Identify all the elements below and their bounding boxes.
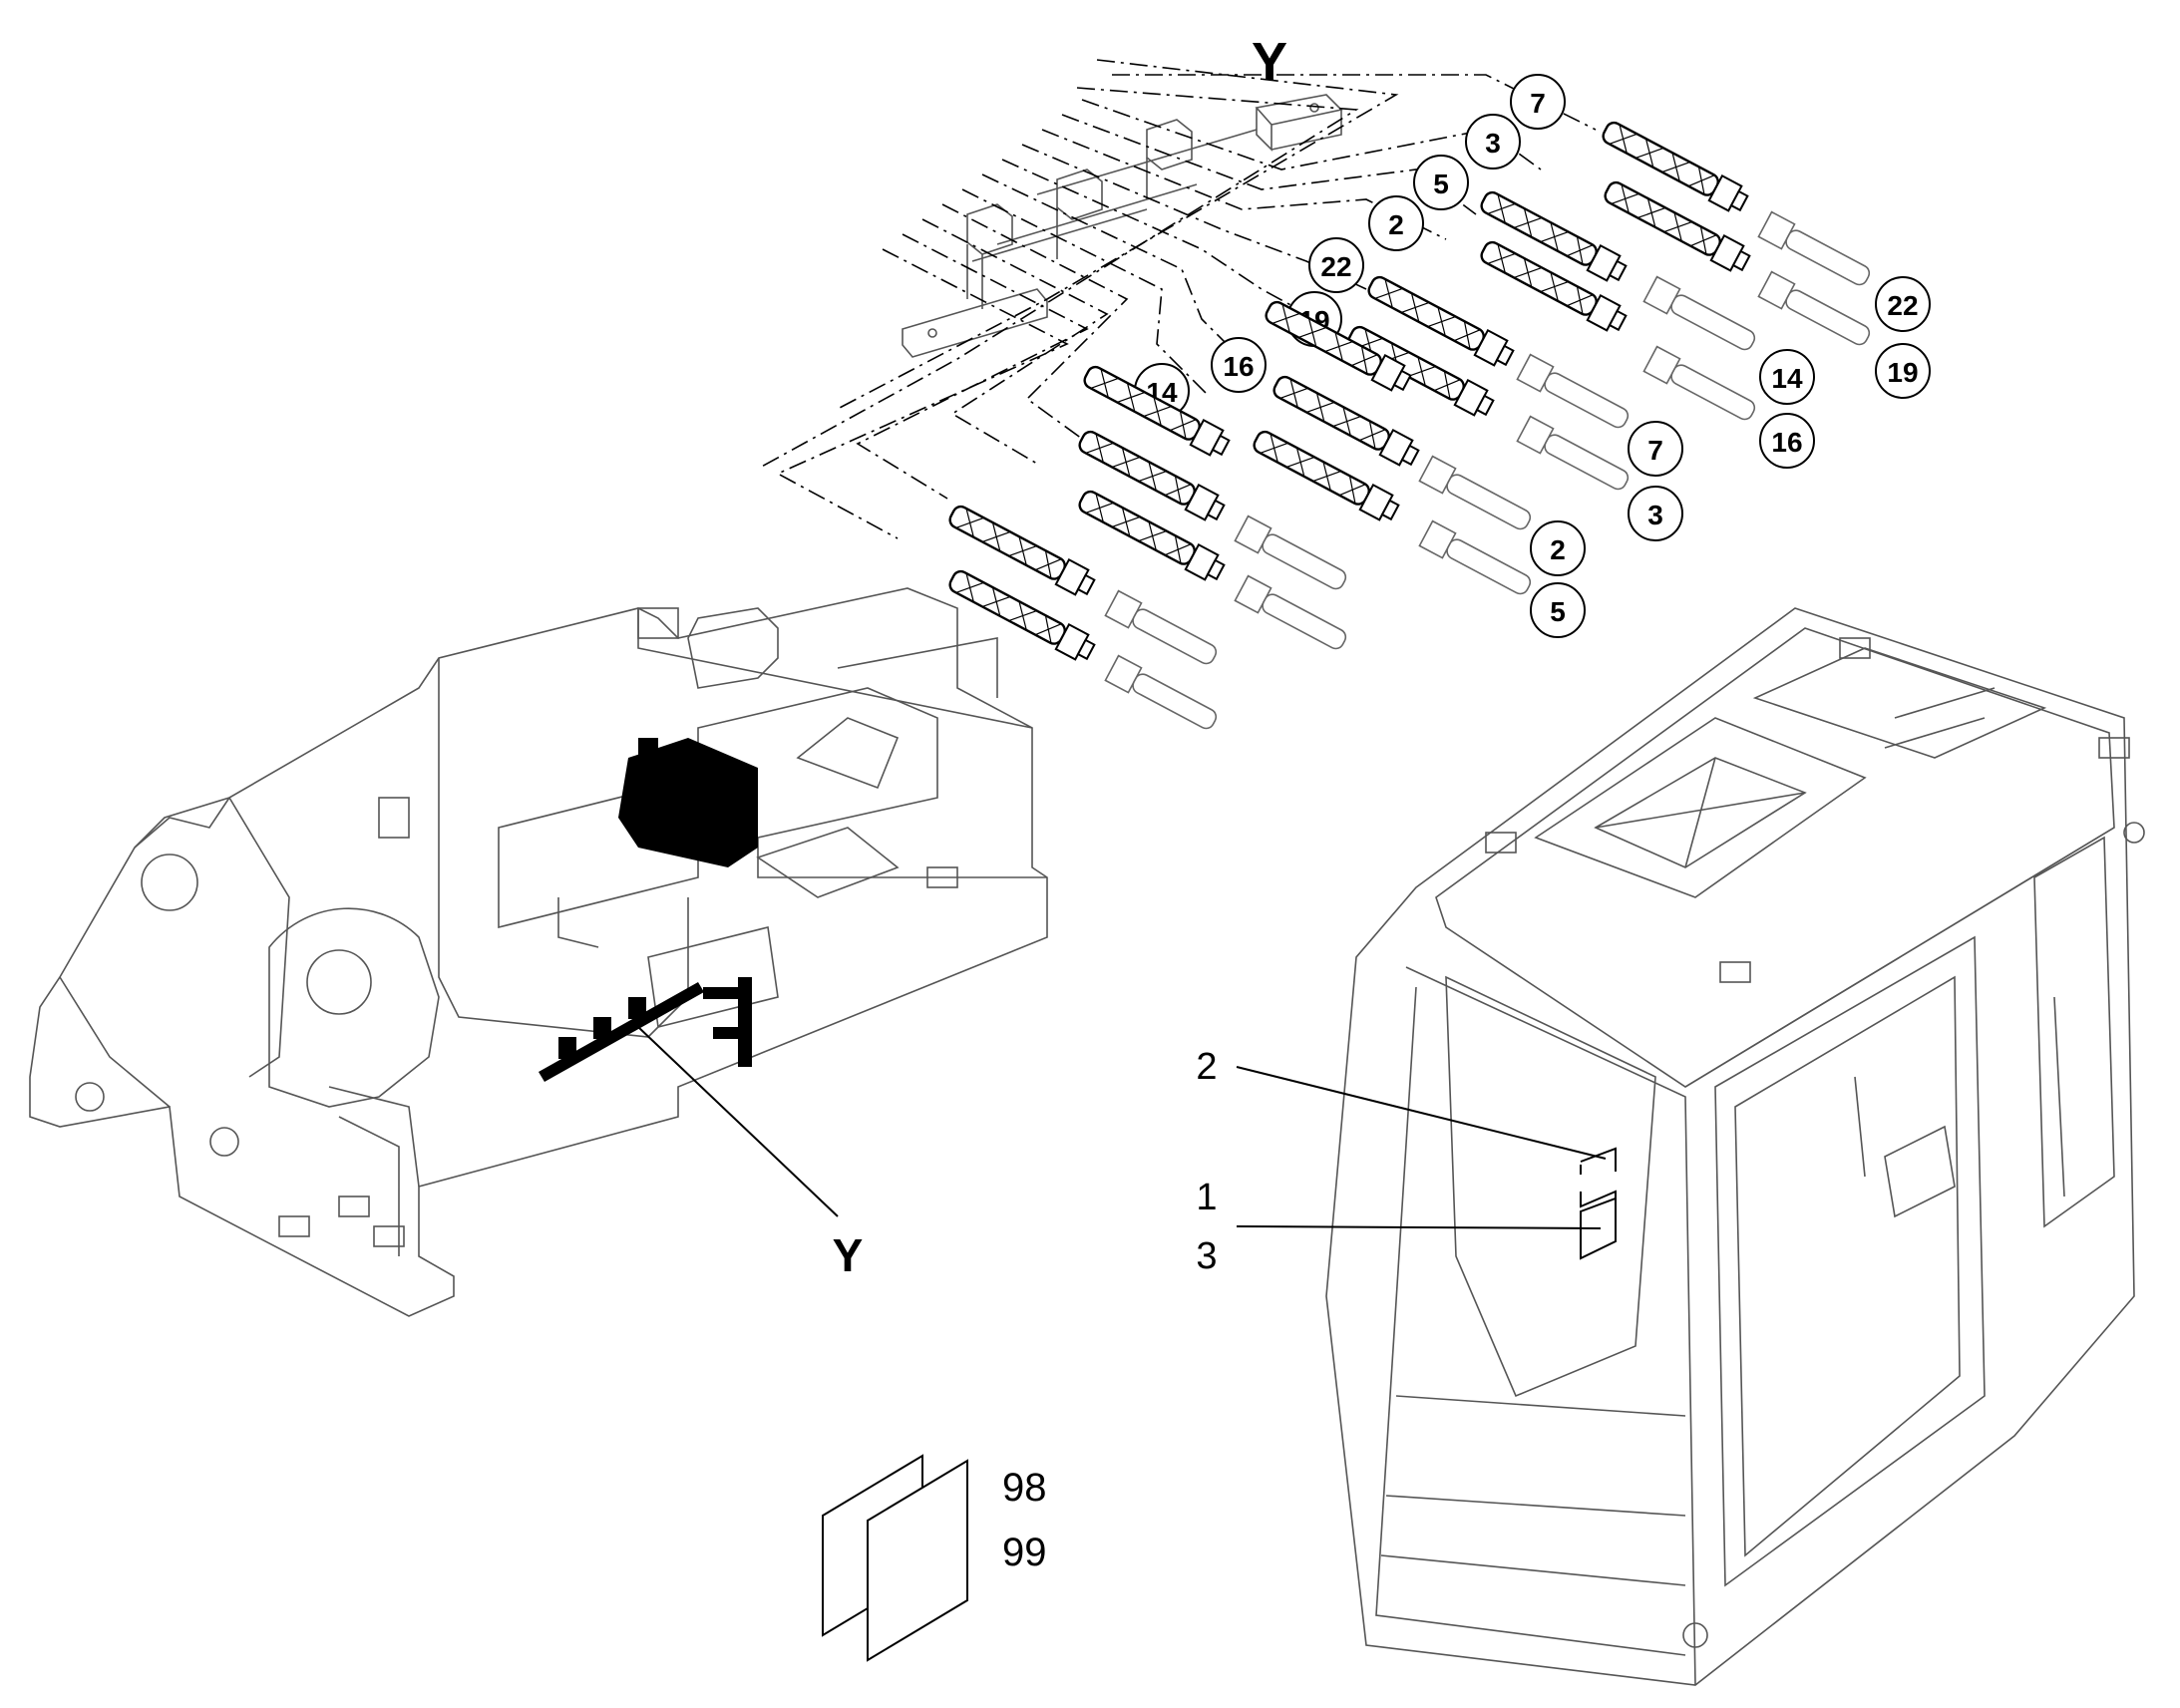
hose-14 xyxy=(1253,430,1400,521)
chassis-y-label: Y xyxy=(833,1229,864,1281)
fitting-16 xyxy=(1642,345,1756,421)
fitting-d xyxy=(1104,654,1218,730)
fitting-2 xyxy=(1418,455,1532,530)
svg-text:2: 2 xyxy=(1550,534,1566,565)
svg-text:19: 19 xyxy=(1887,357,1918,388)
svg-text:2: 2 xyxy=(1388,209,1404,240)
cab-label-3: 3 xyxy=(1196,1235,1217,1277)
callout-left-5: 5 xyxy=(1413,155,1469,210)
svg-text:5: 5 xyxy=(1433,169,1449,199)
hose-3 xyxy=(1604,180,1751,272)
callout-right-3: 3 xyxy=(1628,486,1683,541)
callout-right-19: 19 xyxy=(1875,343,1931,399)
hose-set xyxy=(948,121,1751,661)
hose-5 xyxy=(1480,190,1628,282)
cab-leader-1-3 xyxy=(1236,1225,1602,1229)
fitting-set xyxy=(1104,210,1871,730)
callout-left-2: 2 xyxy=(1368,195,1424,251)
callout-right-5: 5 xyxy=(1530,582,1586,638)
callout-right-2: 2 xyxy=(1530,520,1586,576)
doc-label-98: 98 xyxy=(1002,1466,1047,1510)
hose-c xyxy=(948,505,1096,596)
cab-label-frames xyxy=(1580,1147,1617,1260)
cab-label-2: 2 xyxy=(1196,1046,1217,1088)
hose-16 xyxy=(1272,375,1420,467)
svg-text:3: 3 xyxy=(1647,500,1663,530)
fitting-a xyxy=(1234,514,1347,590)
cab-label-1: 1 xyxy=(1196,1177,1217,1218)
fitting-callouts-right: 22 19 14 16 7 3 2 5 xyxy=(1530,276,1931,638)
dashed-leaders xyxy=(757,59,1597,539)
svg-text:5: 5 xyxy=(1550,596,1566,627)
callout-right-7: 7 xyxy=(1628,421,1683,477)
svg-text:7: 7 xyxy=(1647,435,1663,466)
svg-text:16: 16 xyxy=(1223,351,1254,382)
svg-text:22: 22 xyxy=(1887,290,1918,321)
svg-text:7: 7 xyxy=(1530,88,1546,119)
callout-right-22: 22 xyxy=(1875,276,1931,332)
hose-b xyxy=(1078,490,1226,581)
svg-text:3: 3 xyxy=(1485,128,1501,159)
hose-f xyxy=(1265,300,1412,392)
fitting-5 xyxy=(1418,519,1532,595)
fitting-19 xyxy=(1757,270,1871,346)
fitting-b xyxy=(1234,574,1347,650)
hose-d xyxy=(948,569,1096,661)
hose-22 xyxy=(1367,275,1515,367)
svg-text:16: 16 xyxy=(1771,427,1802,458)
detail-y-title: Y xyxy=(1252,32,1287,92)
hose-bracket-black xyxy=(539,977,752,1082)
fitting-14 xyxy=(1642,275,1756,351)
y-leader-line xyxy=(637,1026,839,1217)
fitting-3 xyxy=(1516,415,1630,491)
hose-7 xyxy=(1602,121,1749,212)
callout-right-16: 16 xyxy=(1759,413,1815,469)
valve-block-group xyxy=(902,94,1343,358)
hose-e xyxy=(1083,365,1231,457)
svg-text:22: 22 xyxy=(1320,251,1351,282)
callout-left-22: 22 xyxy=(1308,237,1364,293)
document-sheets: 98 99 xyxy=(822,1454,1047,1662)
fitting-22 xyxy=(1757,210,1871,286)
svg-text:14: 14 xyxy=(1771,363,1803,394)
cab-leader-2 xyxy=(1236,1066,1607,1160)
valve-block-black xyxy=(618,738,758,867)
document-sheet-front xyxy=(867,1459,968,1662)
detail-y-assembly: Y xyxy=(757,32,1931,730)
fitting-c xyxy=(1104,589,1218,665)
doc-label-99: 99 xyxy=(1002,1531,1047,1574)
fitting-7 xyxy=(1516,353,1630,429)
hose-19 xyxy=(1347,325,1495,417)
callout-left-16: 16 xyxy=(1211,337,1267,393)
callout-left-3: 3 xyxy=(1465,114,1521,170)
callout-right-14: 14 xyxy=(1759,349,1815,405)
hose-a xyxy=(1078,430,1226,521)
callout-left-7: 7 xyxy=(1510,74,1566,130)
chassis-frame: Y xyxy=(29,587,1048,1317)
cab-frame: 2 1 3 xyxy=(1196,607,2145,1686)
hose-2 xyxy=(1480,240,1628,332)
